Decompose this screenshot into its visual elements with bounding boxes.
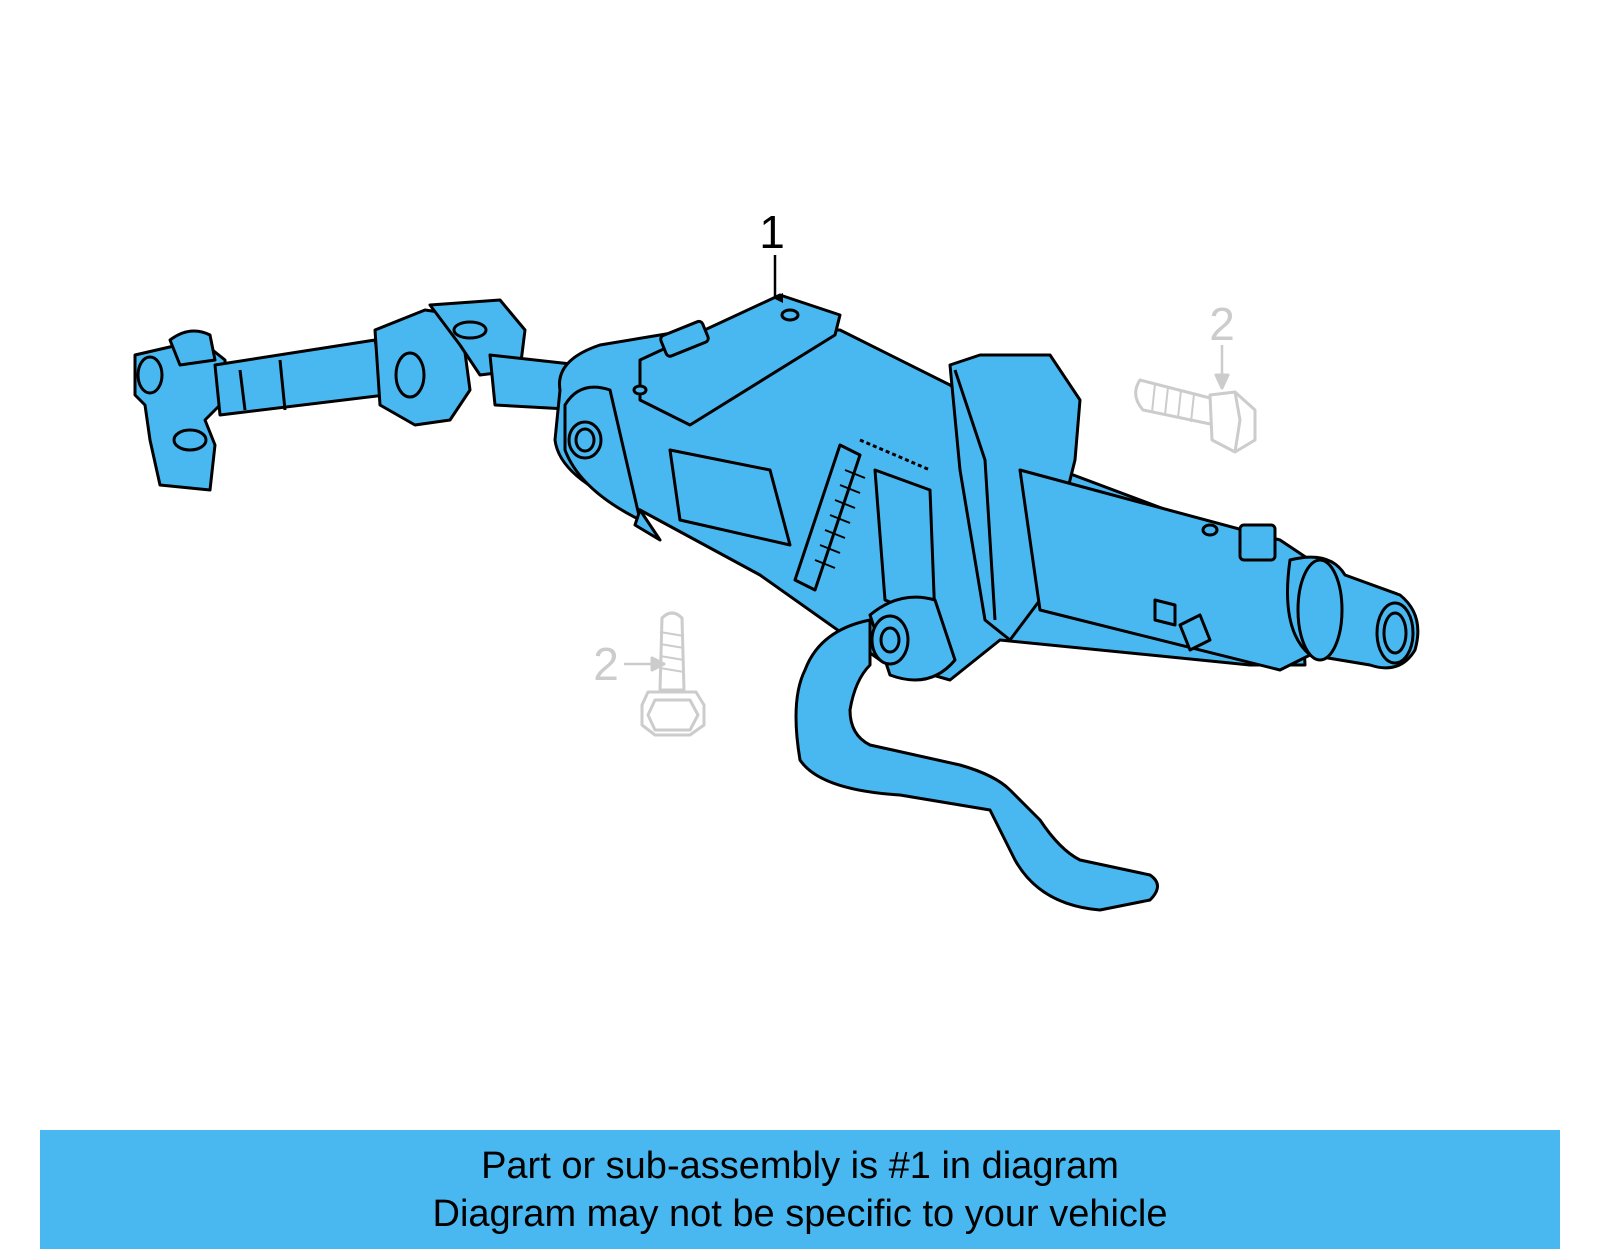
parts-diagram: 1 2 2 bbox=[133, 206, 1420, 912]
banner-line-2: Diagram may not be specific to your vehi… bbox=[432, 1192, 1168, 1235]
steering-column-assembly[interactable] bbox=[133, 293, 1420, 912]
tilt-lever bbox=[794, 618, 1159, 912]
tension-spring bbox=[793, 443, 862, 592]
bolt-2b bbox=[624, 611, 706, 737]
callout-2b-label: 2 bbox=[593, 638, 619, 690]
lower-yoke-ear bbox=[168, 329, 217, 367]
upper-yoke-hole bbox=[394, 351, 426, 399]
banner-line-1: Part or sub-assembly is #1 in diagram bbox=[481, 1144, 1119, 1187]
callout-2a-label: 2 bbox=[1209, 298, 1235, 350]
info-banner: Part or sub-assembly is #1 in diagram Di… bbox=[40, 1130, 1560, 1249]
lower-yoke-hole bbox=[136, 355, 164, 395]
bolt-2a bbox=[1134, 345, 1257, 454]
callout-1: 1 bbox=[759, 206, 785, 303]
callout-1-label: 1 bbox=[759, 206, 785, 258]
